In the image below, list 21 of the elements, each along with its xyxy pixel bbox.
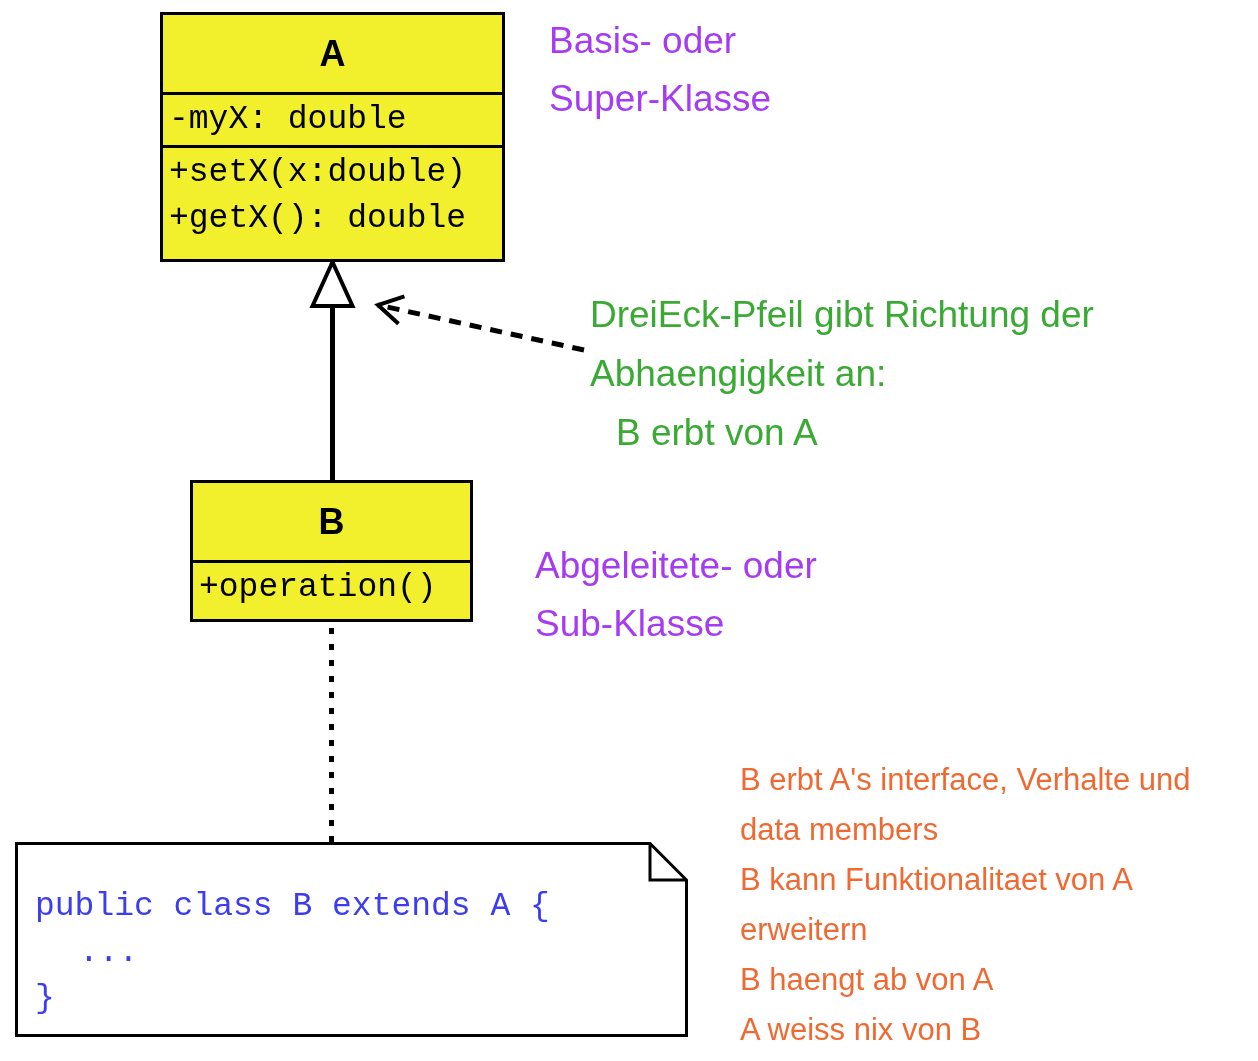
note-text: A weiss nix von B (740, 1011, 983, 1049)
leader-line (376, 294, 585, 353)
class-member: -myX: double (169, 101, 407, 138)
code-line: public class B extends A { (35, 887, 550, 927)
class-box (190, 480, 473, 622)
class-member: +setX(x:double) +getX(): double (169, 154, 467, 237)
annotation-text: B erbt von A (615, 411, 818, 455)
note-text: B erbt A's interface, Verhalte und data members (740, 761, 1192, 849)
class-name: B (318, 499, 345, 544)
code-line: } (35, 979, 55, 1019)
class-name: A (319, 31, 346, 76)
class-role-note: Basis- oder Super-Klasse (549, 19, 773, 121)
class-role-note: Abgeleitete- oder Sub-Klasse (535, 544, 818, 646)
note-text: B haengt ab von A (740, 961, 995, 999)
class-box (160, 12, 505, 262)
note-text: B kann Funktionalitaet von A erweitern (740, 861, 1133, 949)
code-line: ... (78, 933, 139, 973)
note-box (15, 842, 688, 1037)
inheritance-arrow (310, 260, 355, 480)
annotation-text: DreiEck-Pfeil gibt Richtung der Abhaengigkeit an: (590, 293, 1095, 396)
class-member: +operation() (199, 569, 437, 606)
